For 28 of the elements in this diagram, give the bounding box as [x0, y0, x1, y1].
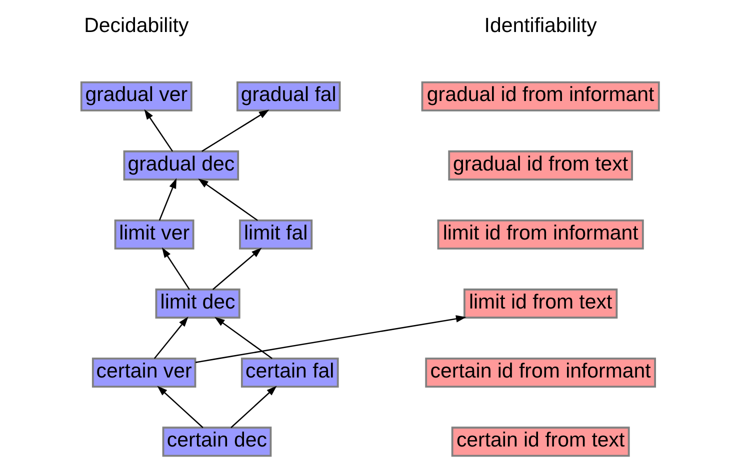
- arrow: [162, 247, 190, 290]
- node-box: certain ver: [92, 358, 196, 388]
- arrow: [198, 178, 258, 221]
- node-box: limit ver: [114, 219, 194, 250]
- node-box: limit id from informant: [437, 219, 644, 250]
- arrow: [214, 316, 272, 360]
- arrow: [230, 386, 277, 428]
- arrow: [154, 316, 188, 359]
- arrow: [144, 109, 174, 152]
- arrow: [202, 110, 270, 152]
- node-box: gradual dec: [123, 150, 240, 180]
- node-box: gradual id from informant: [421, 81, 660, 112]
- node-box: limit id from text: [464, 288, 618, 319]
- node-box: limit fal: [239, 219, 313, 250]
- label: Decidability: [84, 14, 189, 38]
- node-box: certain id from informant: [425, 358, 656, 388]
- node-box: gradual fal: [236, 81, 341, 112]
- node-box: limit dec: [155, 288, 240, 319]
- label: Identifiability: [484, 14, 597, 38]
- node-box: certain id from text: [451, 426, 630, 457]
- arrow: [158, 178, 177, 221]
- node-box: gradual ver: [80, 81, 192, 112]
- arrow: [195, 315, 466, 364]
- arrow: [212, 248, 262, 290]
- node-box: gradual id from text: [448, 150, 633, 180]
- arrow: [157, 386, 204, 428]
- node-box: certain fal: [240, 358, 339, 388]
- node-box: certain dec: [162, 426, 272, 457]
